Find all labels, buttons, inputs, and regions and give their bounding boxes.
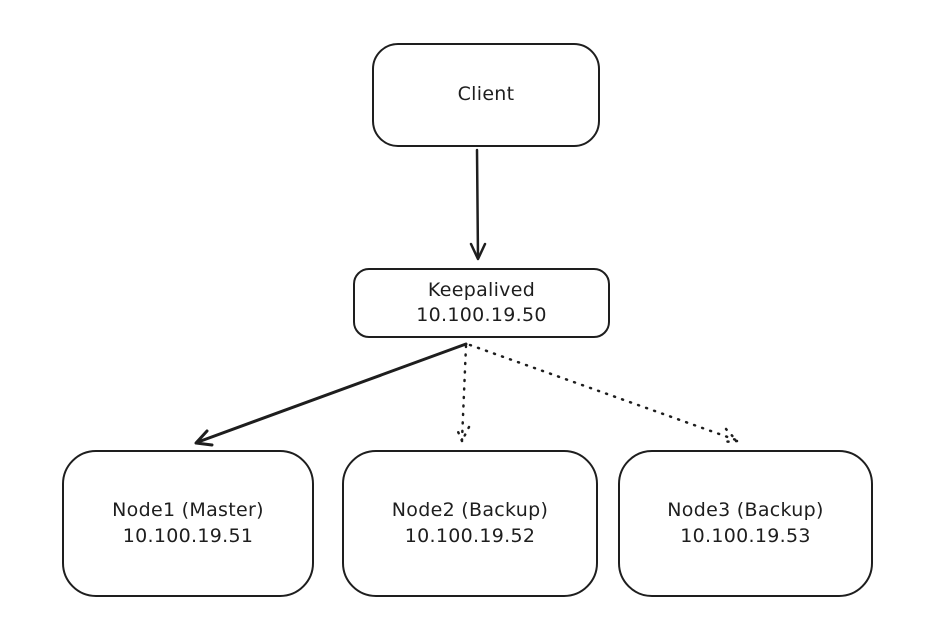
- node-node1-label: Node1 (Master): [112, 499, 264, 522]
- node-node2: Node2 (Backup) 10.100.19.52: [342, 450, 598, 597]
- arrowhead-icon: [469, 242, 487, 261]
- arrowhead-icon: [454, 425, 471, 443]
- edge-client-keepalived: [469, 148, 487, 261]
- node-keepalived-label: Keepalived: [427, 278, 536, 301]
- node-node3: Node3 (Backup) 10.100.19.53: [618, 450, 873, 597]
- edge-keepalived-node1: [194, 342, 468, 447]
- node-keepalived-ip: 10.100.19.50: [416, 304, 547, 326]
- arrowhead-icon: [194, 429, 214, 447]
- node-node1: Node1 (Master) 10.100.19.51: [62, 450, 314, 597]
- node-node3-ip: 10.100.19.53: [680, 524, 811, 547]
- arrowhead-icon: [720, 427, 739, 444]
- node-client: Client: [372, 43, 600, 147]
- node-node3-label: Node3 (Backup): [667, 499, 824, 522]
- node-keepalived: Keepalived 10.100.19.50: [353, 268, 610, 338]
- node-client-label: Client: [457, 83, 515, 106]
- node-node2-ip: 10.100.19.52: [404, 524, 536, 547]
- node-node1-ip: 10.100.19.51: [122, 524, 254, 547]
- edge-keepalived-node2: [454, 344, 471, 443]
- node-node2-label: Node2 (Backup): [391, 499, 549, 522]
- edge-keepalived-node3: [468, 343, 739, 444]
